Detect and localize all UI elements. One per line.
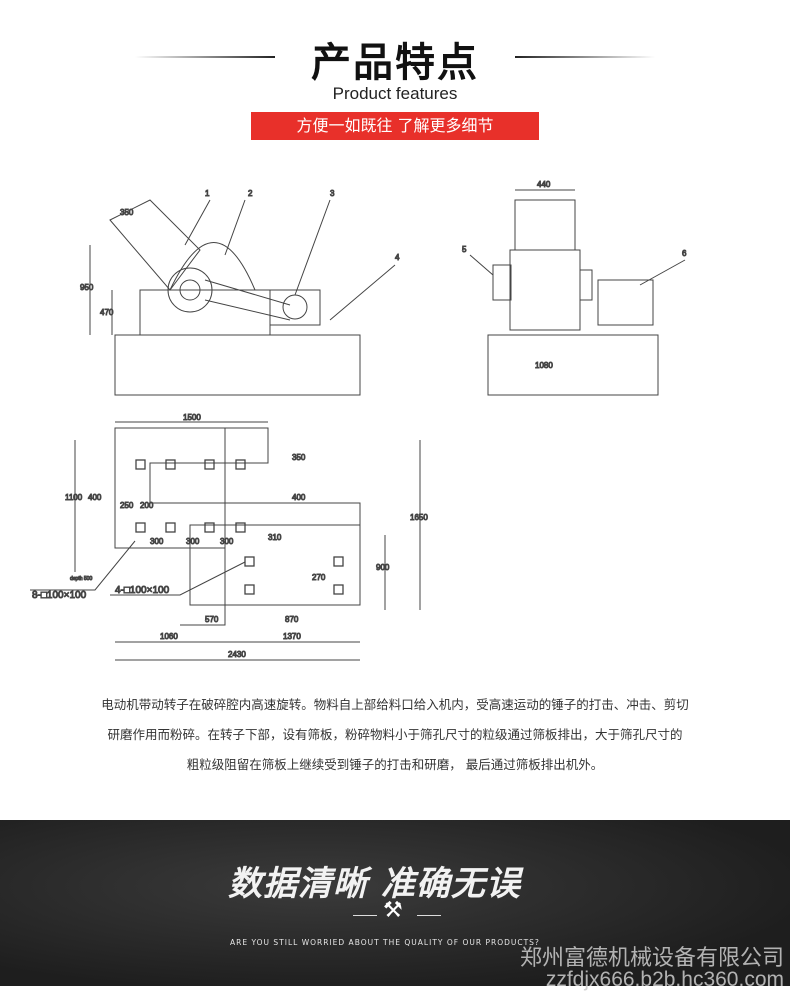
description-line: 研磨作用而粉碎。在转子下部，设有筛板，粉碎物料小于筛孔尺寸的粒级通过筛板排出，大…	[107, 727, 683, 742]
dim-label: 400	[88, 493, 102, 502]
dim-label: 2430	[228, 650, 246, 659]
product-description: 电动机带动转子在破碎腔内高速旋转。物料自上部给料口给入机内，受高速运动的锤子的打…	[40, 690, 750, 780]
dim-label: 1100	[65, 493, 83, 502]
dim-label: 570	[205, 615, 219, 624]
dim-label: 350	[292, 453, 306, 462]
technical-drawing: 1 2 3 4 350 950 470 440 1080 5 6 1500 11…	[30, 180, 688, 661]
product-features-section: 产品特点 Product features 方便一如既往 了解更多细节 1 2 …	[30, 40, 750, 780]
dim-950: 950	[80, 283, 94, 292]
banner-tagline: ARE YOU STILL WORRIED ABOUT THE QUALITY …	[230, 938, 540, 947]
foundation-plan	[30, 421, 421, 661]
dim-440: 440	[537, 180, 551, 189]
dim-label: 200	[140, 501, 154, 510]
dim-label: 900	[376, 563, 390, 572]
dim-1080: 1080	[535, 361, 553, 370]
dim-470: 470	[100, 308, 114, 317]
depth-note: depth 500	[70, 576, 92, 582]
watermark-company: 郑州富德机械设备有限公司	[519, 946, 784, 971]
dim-label: 1370	[283, 632, 301, 641]
section-subtitle: Product features	[332, 84, 458, 103]
dim-label: 300	[186, 537, 200, 546]
callout-4: 4	[395, 253, 400, 262]
banner-title: 数据清晰 准确无误	[228, 864, 521, 904]
callout-1: 1	[205, 189, 210, 198]
description-line: 电动机带动转子在破碎腔内高速旋转。物料自上部给料口给入机内，受高速运动的锤子的打…	[101, 697, 689, 712]
dim-label: 310	[268, 533, 282, 542]
callout-3: 3	[330, 189, 335, 198]
data-banner: 数据清晰 准确无误 ⚒ ARE YOU STILL WORRIED ABOUT …	[0, 820, 790, 991]
divider-line	[417, 915, 441, 916]
dim-label: 1060	[160, 632, 178, 641]
dim-label: 870	[285, 615, 299, 624]
front-view	[469, 189, 686, 396]
description-line: 粗粒级阻留在筛板上继续受到锤子的打击和研磨， 最后通过筛板排出机外。	[186, 757, 604, 772]
plan-dimension-labels: 1500 1100 400 250 200 300 300 300 350 40…	[32, 413, 429, 660]
callout-2: 2	[248, 189, 253, 198]
side-view	[89, 199, 396, 396]
learn-more-button[interactable]: 方便一如既往 了解更多细节	[251, 112, 539, 140]
dim-label: 400	[292, 493, 306, 502]
anchor-bolt-note: 4-□100×100	[115, 585, 170, 596]
banner-divider: ⚒	[345, 896, 445, 932]
anchor-bolt-note: 8-□100×100	[32, 590, 87, 601]
dim-label: 300	[150, 537, 164, 546]
title-divider-left	[135, 56, 275, 58]
dim-label: 250	[120, 501, 134, 510]
title-divider-right	[515, 56, 655, 58]
callout-6: 6	[682, 249, 687, 258]
dim-350: 350	[120, 208, 134, 217]
dim-label: 1650	[410, 513, 428, 522]
divider-line	[353, 915, 377, 916]
hammer-wrench-icon: ⚒	[383, 898, 403, 923]
dim-label: 270	[312, 573, 326, 582]
watermark-url: zzfdjx666.b2b.hc360.com	[545, 968, 784, 991]
section-title: 产品特点	[311, 40, 479, 86]
callout-5: 5	[462, 245, 467, 254]
dim-label: 300	[220, 537, 234, 546]
dim-label: 1500	[183, 413, 201, 422]
